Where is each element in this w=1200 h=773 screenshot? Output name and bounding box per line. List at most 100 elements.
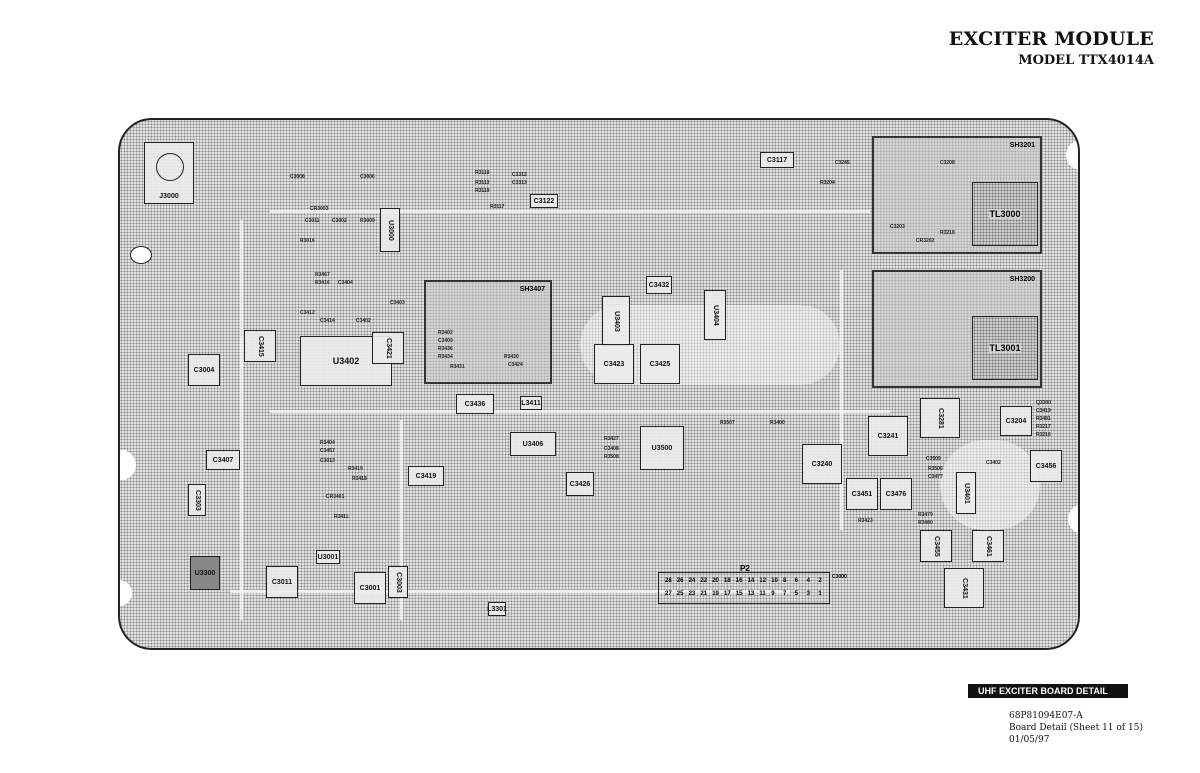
component-label: C3436 — [464, 400, 486, 408]
connector-j3000: J3000 — [144, 142, 194, 204]
mounting-hole — [120, 580, 132, 606]
component-reference-label: R3404 — [320, 440, 335, 446]
component-reference-label: C3509 — [926, 456, 941, 462]
connector-pin-label: 19 — [712, 591, 719, 597]
mounting-hole — [120, 450, 136, 480]
component-label: C3419 — [415, 472, 437, 480]
component-label: U3001 — [317, 553, 339, 561]
connector-pin-label: 27 — [665, 591, 672, 597]
ic-u3000: U3000 — [380, 208, 400, 252]
component-label: C3240 — [811, 460, 833, 468]
component-reference-label: C3402 — [986, 460, 1001, 466]
capacitor-c3455: C3455 — [920, 530, 952, 562]
connector-pin-label: 17 — [724, 591, 731, 597]
component-reference-label: R3217 — [1036, 424, 1051, 430]
component-reference-label: C3208 — [940, 160, 955, 166]
connector-pin-label: 14 — [747, 578, 755, 584]
component-reference-label: C3477 — [928, 474, 943, 480]
connector-pin-label: 28 — [665, 578, 672, 584]
capacitor-c3456: C3456 — [1030, 450, 1062, 482]
connector-pin-label: 4 — [806, 578, 810, 584]
ic-u3500: U3500 — [640, 426, 684, 470]
component-label: U3300 — [194, 569, 216, 577]
capacitor-c3426: C3426 — [566, 472, 594, 496]
inductor-l3411: L3411 — [520, 396, 542, 410]
component-label: C3001 — [359, 584, 381, 592]
capacitor-c3011: C3011 — [266, 566, 298, 598]
component-reference-label: C3403 — [390, 300, 405, 306]
component-reference-label: R3416 — [315, 280, 330, 286]
component-reference-label: C3412 — [300, 310, 315, 316]
trace — [840, 270, 843, 530]
shield-sh3200: SH3200 TL3001 — [872, 270, 1042, 388]
component-reference-label: R3507 — [720, 420, 735, 426]
trace — [270, 210, 870, 213]
component-label: C3451 — [851, 490, 873, 498]
component-reference-label: C3414 — [320, 318, 335, 324]
component-reference-label: C3006 — [360, 174, 375, 180]
trace — [940, 440, 1040, 530]
component-reference-label: R3113 — [475, 180, 490, 186]
connector-pin-label: 3 — [806, 591, 810, 597]
connector-pin-label: 23 — [688, 591, 696, 597]
component-reference-label: C3312 — [512, 172, 527, 178]
capacitor-c3001: C3001 — [354, 572, 386, 604]
component-label: C3122 — [533, 197, 555, 205]
connector-pin-label: 11 — [759, 591, 766, 597]
component-label: C3455 — [932, 535, 940, 557]
component-reference-label: R3402 — [438, 330, 453, 336]
part-number: 68P81094E07-A — [1009, 711, 1083, 721]
component-label: L3411 — [521, 399, 541, 407]
transformer-tl3000: TL3000 — [972, 182, 1038, 246]
capacitor-c3004: C3004 — [188, 354, 220, 386]
component-label: C3425 — [649, 360, 671, 368]
component-reference-label: R3016 — [300, 238, 315, 244]
component-reference-label: R3479 — [918, 512, 933, 518]
capacitor-c3432: C3432 — [646, 276, 672, 294]
component-label: C3431 — [960, 577, 968, 599]
capacitor-c3451: C3451 — [846, 478, 878, 510]
capacitor-c3241: C3241 — [868, 416, 908, 456]
component-reference-label: C3013 — [320, 458, 335, 464]
component-reference-label: R3204 — [820, 180, 835, 186]
component-label: J3000 — [159, 193, 179, 200]
date: 01/05/97 — [1009, 735, 1050, 745]
capacitor-c3415: C3415 — [244, 330, 276, 362]
component-reference-label: R3119 — [475, 188, 490, 194]
component-reference-label: R3467 — [315, 272, 330, 278]
capacitor-c3425: C3425 — [640, 344, 680, 384]
component-label: U3000 — [386, 219, 394, 241]
connector-pin-label: 12 — [759, 578, 767, 584]
capacitor-c3117: C3117 — [760, 152, 794, 168]
component-reference-label: R3427 — [604, 436, 619, 442]
capacitor-c3281: C3281 — [920, 398, 960, 438]
component-label: U3500 — [651, 444, 673, 452]
component-label: U3403 — [612, 310, 620, 332]
connector-pin-label: 6 — [794, 578, 799, 584]
component-label: TL3000 — [989, 209, 1021, 219]
connector-pin-label: 5 — [794, 591, 799, 597]
component-label: C3421 — [384, 337, 392, 359]
component-label: U3404 — [711, 304, 719, 326]
component-reference-label: C3457 — [320, 448, 335, 454]
component-reference-label: R3436 — [438, 346, 453, 352]
component-label: C3281 — [936, 407, 944, 429]
connector-pin-label: 16 — [735, 578, 743, 584]
component-reference-label: R3423 — [858, 518, 873, 524]
component-reference-label: R3434 — [438, 354, 453, 360]
component-reference-label: C3313 — [512, 180, 527, 186]
ic-u3401: U3401 — [956, 472, 976, 514]
capacitor-c3423: C3423 — [594, 344, 634, 384]
connector-pin-label: 9 — [771, 591, 775, 597]
mounting-hole — [1066, 140, 1078, 170]
ic-u3404: U3404 — [704, 290, 726, 340]
component-reference-label: R3216 — [1036, 432, 1051, 438]
capacitor-c3421: C3421 — [372, 332, 404, 364]
connector-pin-label: 18 — [724, 578, 731, 584]
trace — [230, 590, 790, 593]
component-label: C3117 — [766, 156, 788, 164]
component-label: C3423 — [603, 360, 625, 368]
capacitor-c3407: C3407 — [206, 450, 240, 470]
coax-jack-icon — [156, 153, 184, 181]
